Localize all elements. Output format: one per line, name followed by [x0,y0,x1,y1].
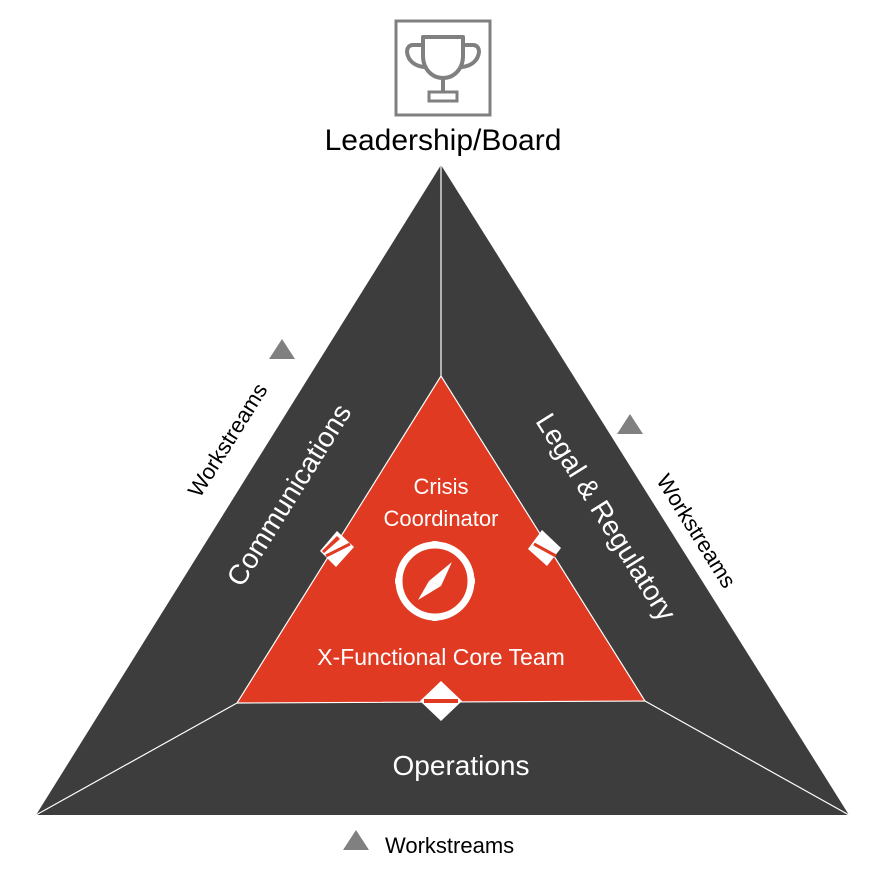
core-team-label: X-Functional Core Team [317,644,565,670]
left-workstream-triangle-icon [269,339,295,359]
bottom-workstreams-label: Workstreams [385,833,514,858]
connector-lines [35,165,850,816]
bottom-connector-diamond-icon [420,681,462,721]
page-title: Leadership/Board [325,124,562,157]
bottom-workstream-triangle-icon [343,830,369,850]
compass-icon [395,541,475,621]
crisis-coordinator-label-line2: Coordinator [384,506,499,531]
operations-label: Operations [393,750,530,781]
right-connector-diamond-icon [528,530,561,566]
left-connector-diamond-icon [320,531,354,567]
trophy-icon [394,19,492,117]
right-workstream-triangle-icon [617,414,643,434]
crisis-coordinator-label-line1: Crisis [414,474,469,499]
